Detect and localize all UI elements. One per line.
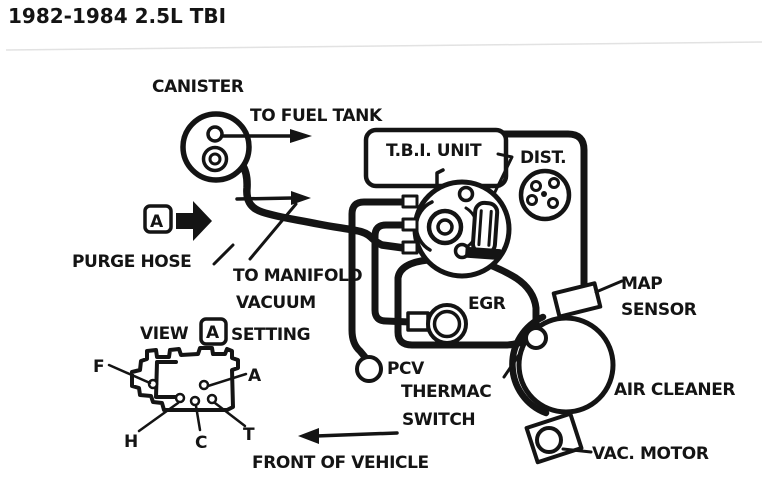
thermac-label-line2: SWITCH <box>402 410 475 430</box>
vac-motor-leader-line <box>561 447 593 454</box>
view-a-marker-box <box>143 204 173 234</box>
view-a-marker-arrow <box>176 201 212 241</box>
front-of-vehicle-label: FRONT OF VEHICLE <box>252 453 429 473</box>
purge-hose-line <box>222 149 408 252</box>
pcv-hose-line <box>348 198 416 361</box>
port-h-label: H <box>124 432 138 452</box>
view-a-inline-letter: A <box>206 323 220 343</box>
tbi-throttle-bore-outer <box>426 208 464 246</box>
dist-label: DIST. <box>520 148 566 168</box>
port-h-leader-line <box>137 401 180 433</box>
to-manifold-label-line2: VACUUM <box>236 293 316 313</box>
view-a-port-c <box>189 395 201 407</box>
thermac-label-line1: THERMAC <box>401 382 491 402</box>
tbi-unit-label: T.B.I. UNIT <box>386 141 482 161</box>
port-a-label: A <box>248 366 262 386</box>
distributor-terminal-3 <box>526 194 538 206</box>
thermac-switch-port <box>524 326 548 350</box>
canister-top-port <box>206 125 224 143</box>
egr-valve-inner <box>432 309 462 339</box>
distributor-terminal-4 <box>547 197 559 209</box>
egr-stub <box>406 311 430 332</box>
view-a-detail-notch <box>154 360 179 399</box>
tbi-port-1 <box>401 194 419 209</box>
tbi-port-2 <box>401 217 419 232</box>
manifold-leader-line <box>248 202 298 261</box>
to-fuel-tank-label: TO FUEL TANK <box>250 106 383 126</box>
front-of-vehicle-arrow-head <box>298 428 319 444</box>
map-sensor-leader-line <box>594 279 624 294</box>
tbi-leader-line <box>493 152 514 194</box>
port-c-label: C <box>195 433 207 453</box>
pcv-valve <box>355 355 383 383</box>
distributor-terminal-2 <box>548 177 560 189</box>
port-a-leader-line <box>206 372 248 388</box>
distributor-terminal-1 <box>530 180 542 192</box>
view-a-port-h <box>174 392 186 404</box>
vac-motor-label: VAC. MOTOR <box>592 444 709 464</box>
canister-label: CANISTER <box>152 77 244 97</box>
tbi-screw-top <box>457 185 475 203</box>
canister-purge-port-outer <box>201 145 229 173</box>
map-sensor-body <box>551 281 603 319</box>
view-a-marker-letter: A <box>150 212 164 232</box>
vacuum-motor-port <box>535 426 563 454</box>
egr-label: EGR <box>468 294 506 314</box>
distributor-center-dot <box>541 191 547 197</box>
map-sensor-label-line1: MAP <box>621 274 662 294</box>
page-title: 1982-1984 2.5L TBI <box>8 4 227 28</box>
view-a-inline-box <box>199 317 228 346</box>
view-a-port-a <box>198 379 210 391</box>
setting-label: SETTING <box>231 325 310 345</box>
port-t-leader-line <box>213 401 247 428</box>
view-a-detail-outline <box>130 346 240 412</box>
view-label: VIEW <box>140 324 189 344</box>
manifold-arrow-shaft <box>235 196 295 201</box>
port-f-leader-line <box>107 363 152 385</box>
tbi-top-stub <box>435 168 445 193</box>
port-c-leader-line <box>194 404 202 432</box>
map-sensor-label-line2: SENSOR <box>621 300 697 320</box>
port-t-label: T <box>243 425 255 445</box>
to-manifold-label-line1: TO MANIFOLD <box>233 266 362 286</box>
tbi-injector <box>465 200 502 261</box>
map-sensor-hose-line <box>496 130 588 288</box>
port-f-label: F <box>93 357 105 377</box>
air-cleaner-label: AIR CLEANER <box>614 380 735 400</box>
view-a-port-f <box>147 378 159 390</box>
front-of-vehicle-arrow-shaft <box>314 431 399 438</box>
thermac-leader-line <box>502 347 525 379</box>
manifold-arrow-head <box>291 191 311 205</box>
purge-hose-label: PURGE HOSE <box>72 252 191 272</box>
tbi-port-3 <box>401 240 419 255</box>
tbi-throttle-bore-inner <box>436 218 454 236</box>
divider-line <box>5 41 763 51</box>
purge-hose-leader-line <box>212 243 235 266</box>
canister-purge-port-inner <box>208 152 222 166</box>
egr-hose-line <box>371 221 416 326</box>
fuel-tank-arrow-head <box>290 129 312 143</box>
pcv-label: PCV <box>387 359 425 379</box>
view-a-port-t <box>206 393 218 405</box>
